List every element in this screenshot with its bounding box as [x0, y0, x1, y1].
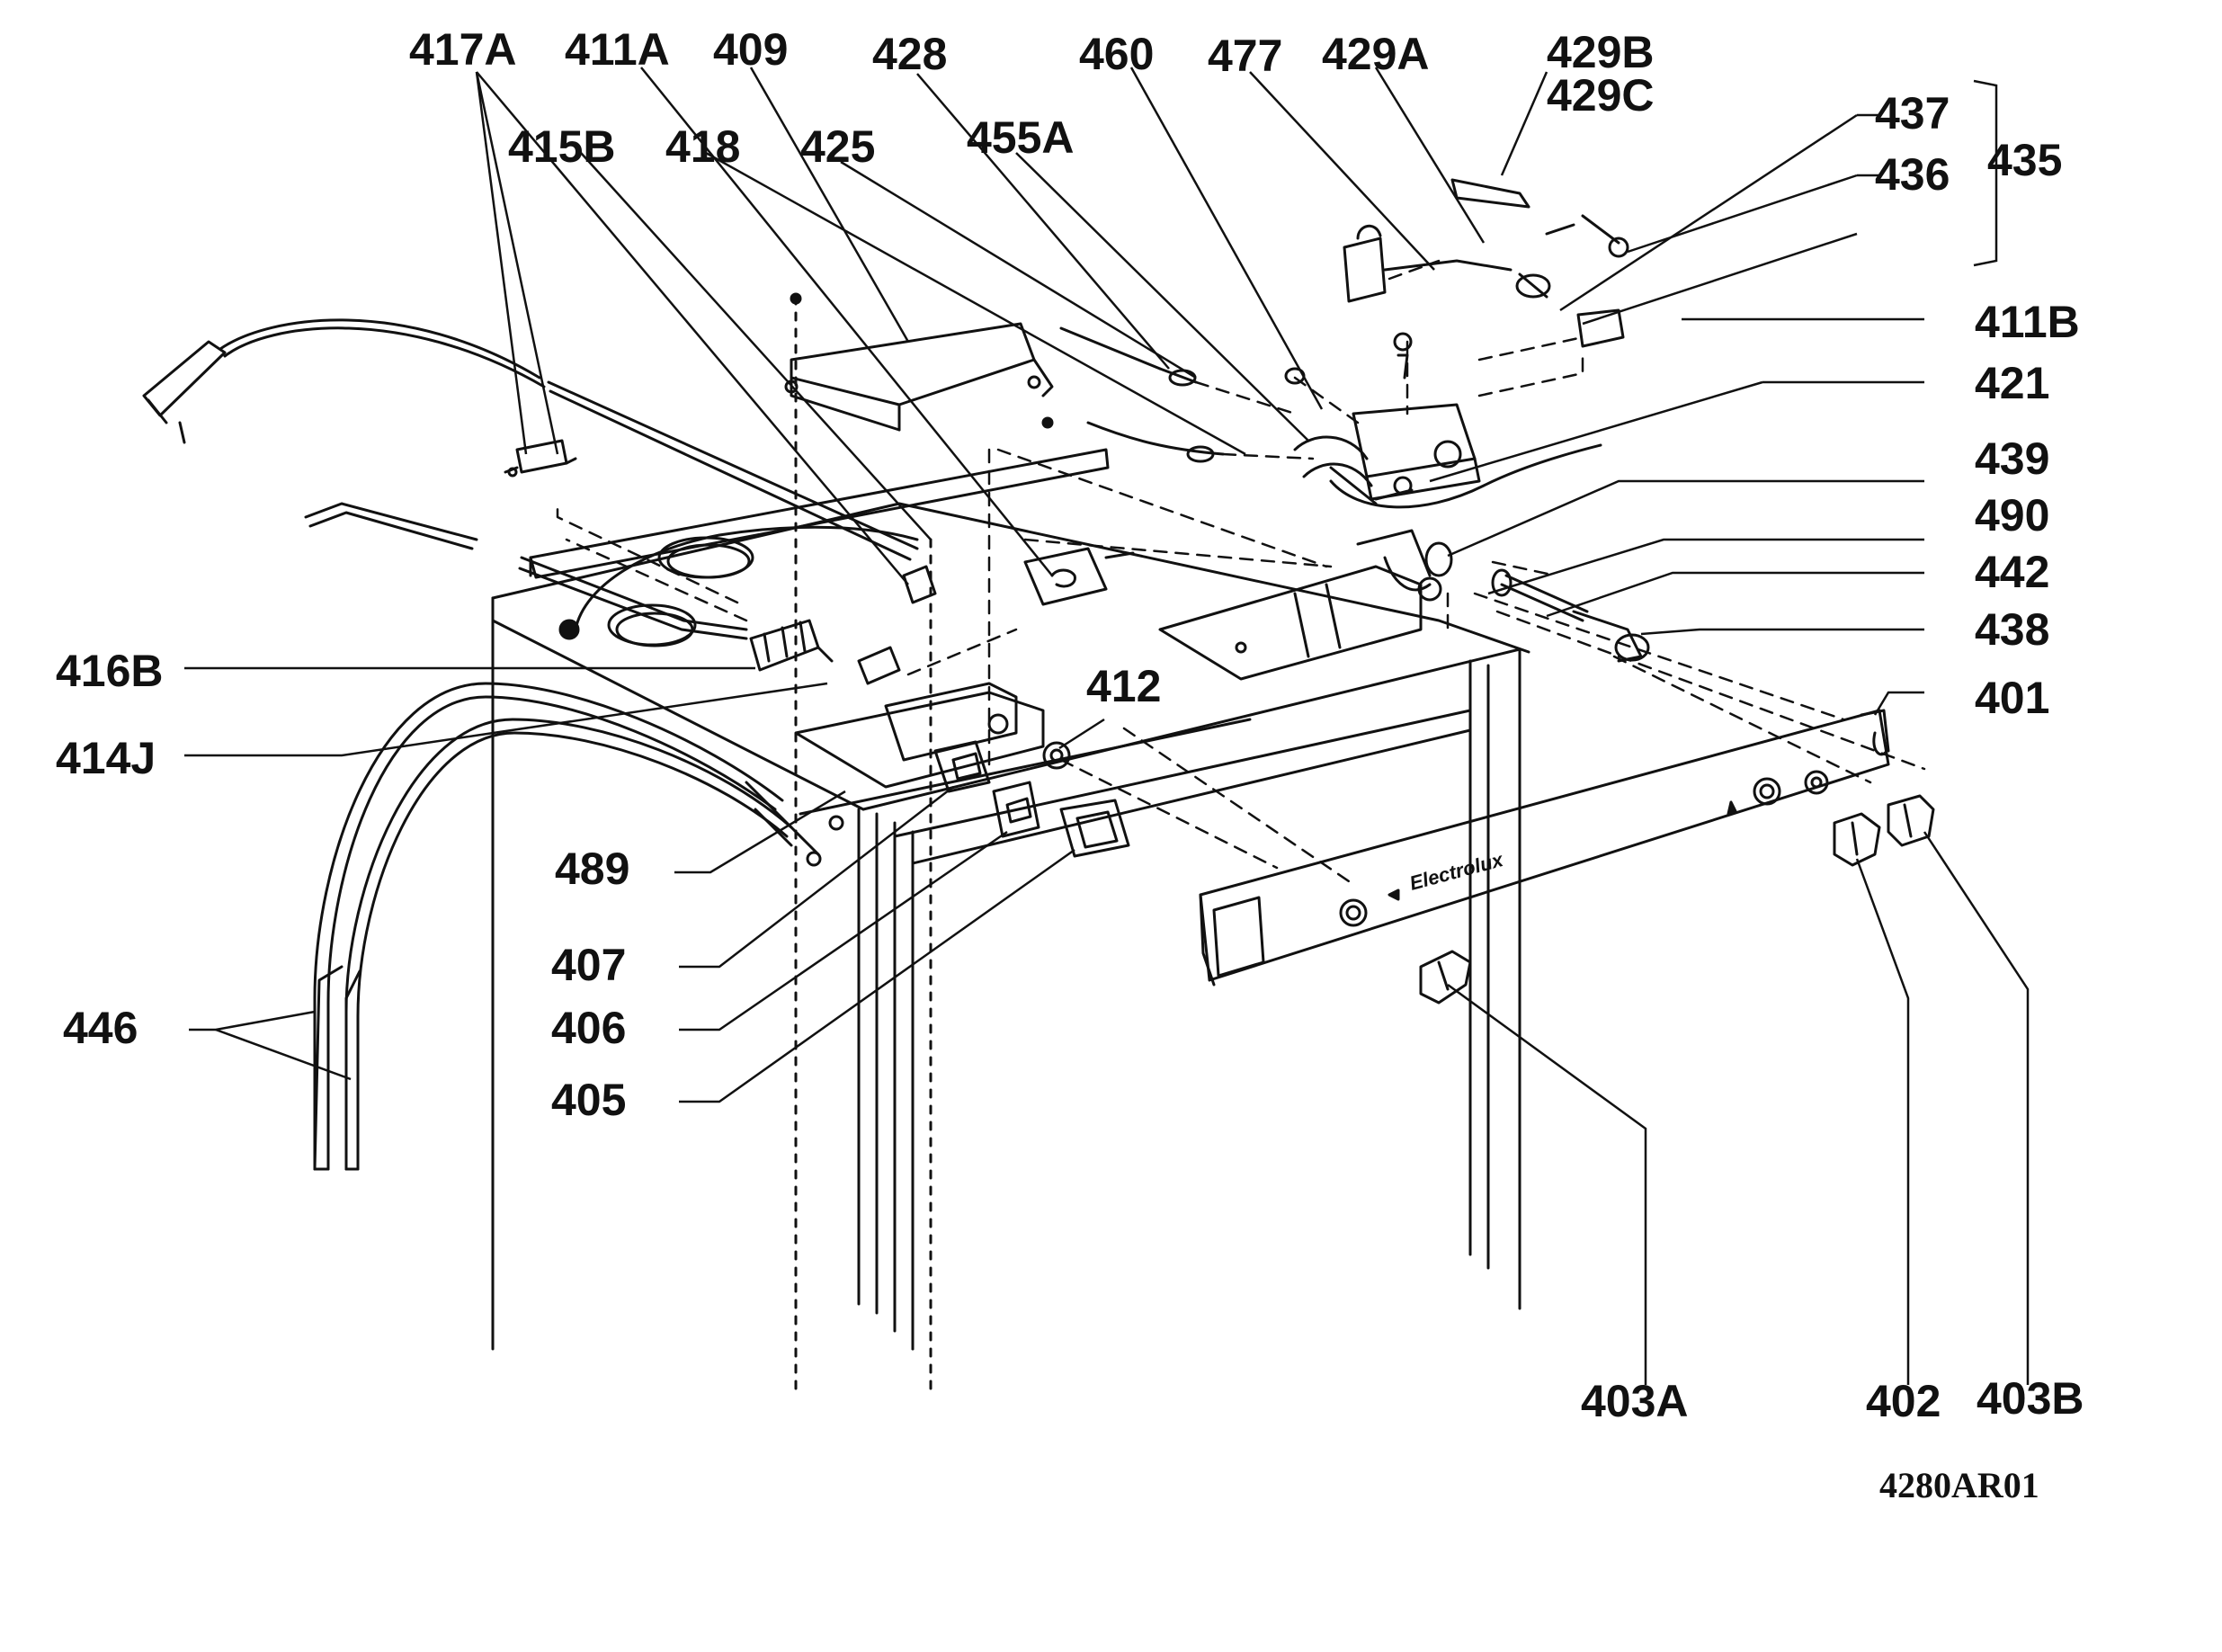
mounting-bracket-418 [1158, 529, 1442, 681]
callout-411A: 411A [565, 24, 670, 75]
callout-414J: 414J [56, 733, 156, 783]
callout-446: 446 [63, 1003, 138, 1053]
callout-405: 405 [551, 1075, 627, 1125]
thermostat-411A [1023, 547, 1135, 606]
callout-490: 490 [1975, 490, 2050, 540]
callout-411B: 411B [1975, 297, 2080, 347]
callout-421: 421 [1975, 358, 2050, 408]
callout-439: 439 [1975, 433, 2050, 484]
wire-clamp-417A [504, 439, 577, 478]
callout-428: 428 [872, 29, 948, 79]
switch-407 [933, 740, 991, 793]
spindle-442 [1424, 541, 1650, 663]
callout-402: 402 [1866, 1376, 1941, 1426]
callout-409: 409 [713, 24, 789, 75]
cabinet-outline [491, 502, 1530, 1351]
callout-416B: 416B [56, 646, 164, 696]
callout-417A: 417A [409, 24, 517, 75]
wire-harness-left [304, 502, 748, 640]
callout-437: 437 [1875, 88, 1950, 138]
callout-403A: 403A [1581, 1376, 1689, 1426]
switch-bracket-489 [794, 682, 1045, 789]
screws [794, 295, 933, 1396]
callout-455A: 455A [967, 112, 1075, 163]
callout-415B: 415B [508, 121, 616, 172]
capillary-coil [558, 525, 919, 647]
power-cord [142, 318, 919, 561]
drawing-id: 4280AR01 [1879, 1465, 2039, 1505]
terminal-block-416B [749, 619, 834, 672]
top-plate [529, 448, 1252, 816]
knob-402 [1833, 812, 1881, 867]
thermocouple-assembly [1343, 178, 1629, 348]
callout-429A: 429A [1322, 29, 1430, 79]
knob-403B [1887, 794, 1935, 847]
callout-412: 412 [1086, 661, 1162, 711]
callout-489: 489 [555, 844, 630, 894]
gas-valve-assembly [1284, 332, 1602, 509]
leader-lines [184, 67, 2030, 1385]
callout-429B: 429B [1547, 27, 1655, 77]
callout-435: 435 [1987, 135, 2063, 185]
dashed-assembly-lines [556, 259, 1926, 883]
capillary-tube-425 [1086, 421, 1225, 463]
callout-429C: 429C [1547, 70, 1655, 121]
callout-438: 438 [1975, 604, 2050, 655]
cover-409 [784, 322, 1054, 432]
heater-element-446 [313, 682, 844, 1171]
knob-403A [1419, 950, 1472, 1005]
callout-442: 442 [1975, 547, 2050, 597]
callout-425: 425 [800, 121, 876, 172]
callout-403B: 403B [1977, 1373, 2084, 1424]
wire-clamp-415B [857, 565, 937, 685]
brand-logo-text: Electrolux [1407, 848, 1506, 895]
switch-405 [1059, 799, 1130, 858]
callout-418: 418 [665, 121, 741, 172]
control-panel-401 [1199, 709, 1890, 987]
callout-406: 406 [551, 1003, 627, 1053]
callout-401: 401 [1975, 673, 2050, 723]
callout-477: 477 [1208, 31, 1283, 81]
indicator-412 [1042, 741, 1071, 770]
switch-406 [992, 781, 1040, 838]
callout-436: 436 [1875, 149, 1950, 200]
callout-460: 460 [1079, 29, 1155, 79]
callout-407: 407 [551, 940, 627, 990]
